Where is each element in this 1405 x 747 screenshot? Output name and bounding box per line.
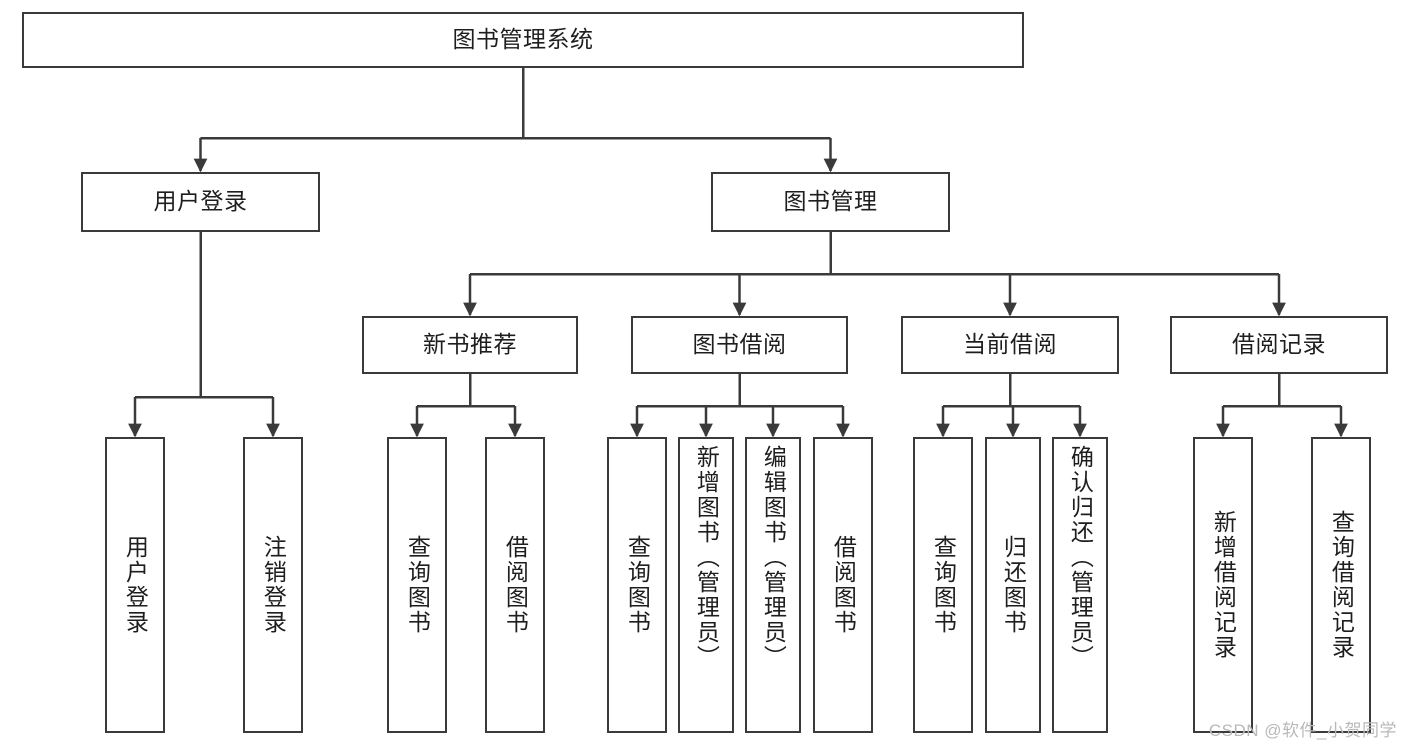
node-label: 查询图书 (930, 535, 957, 635)
node-label: 新增图书（管理员） (693, 445, 720, 670)
node-label: 图书管理 (783, 188, 878, 215)
node-leaf-user-login[interactable]: 用户登录 (105, 437, 165, 733)
node-leaf-return-book[interactable]: 归还图书 (985, 437, 1041, 733)
node-label: 查询图书 (624, 535, 651, 635)
node-label: 图书管理系统 (452, 26, 594, 53)
node-label: 查询借阅记录 (1328, 510, 1355, 660)
node-label: 归还图书 (1000, 535, 1027, 635)
node-l2-user-login[interactable]: 用户登录 (81, 172, 320, 232)
node-root[interactable]: 图书管理系统 (22, 12, 1024, 68)
node-l2-book-manage[interactable]: 图书管理 (711, 172, 950, 232)
node-leaf-logout[interactable]: 注销登录 (243, 437, 303, 733)
node-label: 注销登录 (260, 535, 287, 635)
node-leaf-query-book-2[interactable]: 查询图书 (607, 437, 667, 733)
node-label: 确认归还（管理员） (1067, 445, 1094, 670)
node-l3-new-book-rec[interactable]: 新书推荐 (362, 316, 578, 374)
node-label: 新书推荐 (423, 331, 517, 358)
node-label: 新增借阅记录 (1210, 510, 1237, 660)
node-label: 图书借阅 (692, 331, 787, 358)
node-label: 用户登录 (153, 188, 248, 215)
node-leaf-borrow-book-1[interactable]: 借阅图书 (485, 437, 545, 733)
node-leaf-add-record[interactable]: 新增借阅记录 (1193, 437, 1253, 733)
node-label: 借阅图书 (830, 535, 857, 635)
node-l3-book-borrow[interactable]: 图书借阅 (631, 316, 848, 374)
node-label: 编辑图书（管理员） (760, 445, 787, 670)
node-leaf-edit-book[interactable]: 编辑图书（管理员） (745, 437, 801, 733)
node-leaf-query-book-1[interactable]: 查询图书 (387, 437, 447, 733)
node-leaf-query-book-3[interactable]: 查询图书 (913, 437, 973, 733)
node-l3-borrow-record[interactable]: 借阅记录 (1170, 316, 1388, 374)
node-label: 查询图书 (404, 535, 431, 635)
node-leaf-add-book[interactable]: 新增图书（管理员） (678, 437, 734, 733)
csdn-watermark: CSDN @软件_小贺同学 (1208, 721, 1397, 740)
node-label: 借阅图书 (502, 535, 529, 635)
node-label: 借阅记录 (1232, 331, 1326, 358)
node-leaf-borrow-book-2[interactable]: 借阅图书 (813, 437, 873, 733)
node-leaf-query-record[interactable]: 查询借阅记录 (1311, 437, 1371, 733)
node-label: 当前借阅 (963, 331, 1057, 358)
node-l3-current-borrow[interactable]: 当前借阅 (901, 316, 1119, 374)
node-label: 用户登录 (122, 535, 149, 635)
node-leaf-confirm-return[interactable]: 确认归还（管理员） (1052, 437, 1108, 733)
